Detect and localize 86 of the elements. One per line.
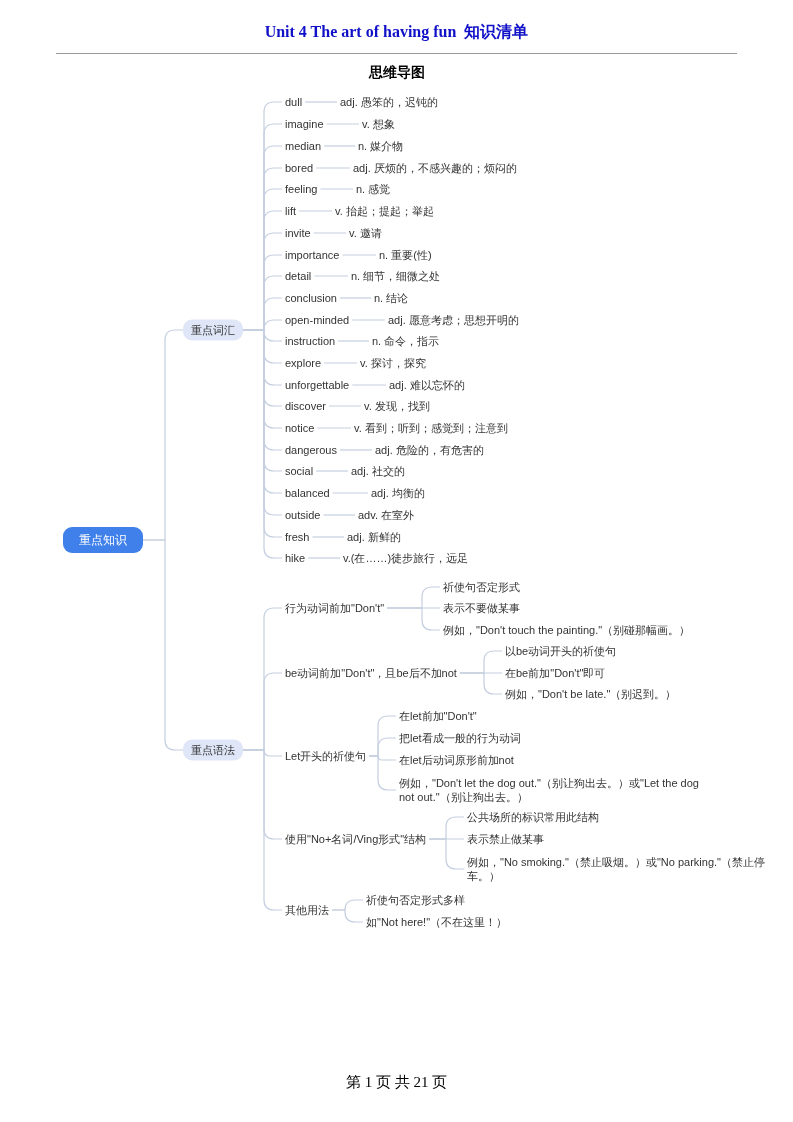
node-text: 把let看成一般的行为动词: [396, 731, 524, 745]
node-text: v. 抬起；提起；举起: [332, 204, 437, 218]
node-text: adj. 难以忘怀的: [386, 378, 468, 392]
node-text: n. 媒介物: [355, 139, 407, 153]
node-text: 表示禁止做某事: [464, 832, 547, 846]
connector-line: [428, 838, 465, 870]
node-text: invite: [282, 226, 314, 240]
node-text: balanced: [282, 486, 333, 500]
node-text: adj. 危险的，有危害的: [372, 443, 487, 457]
node-text: adj. 均衡的: [368, 486, 428, 500]
node-text: median: [282, 139, 325, 153]
node-text: imagine: [282, 117, 327, 131]
node-text: adj. 社交的: [348, 464, 408, 478]
connector-line: [142, 539, 184, 751]
node-text: Let开头的祈使句: [282, 749, 370, 763]
node-text: be动词前加"Don't"，且be后不加not: [282, 666, 460, 680]
node-text: v. 探讨，探究: [357, 356, 429, 370]
connector-line: [323, 145, 356, 147]
node-text: outside: [282, 508, 324, 522]
node-text: discover: [282, 399, 329, 413]
node-text: fresh: [282, 530, 313, 544]
node-text: adj. 新鲜的: [344, 530, 404, 544]
connector-line: [459, 672, 503, 695]
section-heading: 思维导图: [368, 64, 425, 80]
node-text: social: [282, 464, 317, 478]
node-text: v. 发现，找到: [361, 399, 433, 413]
branch-box: 重点词汇: [183, 319, 243, 341]
node-text: dangerous: [282, 443, 340, 457]
node-text: 表示不要做某事: [440, 601, 523, 615]
connector-line: [311, 536, 345, 538]
node-text: unforgettable: [282, 378, 353, 392]
connector-line: [331, 909, 364, 923]
connector-line: [368, 755, 397, 791]
node-text: open-minded: [282, 313, 353, 327]
node-text: explore: [282, 356, 325, 370]
node-text: conclusion: [282, 291, 340, 305]
node-text: v.(在……)徒步旅行，远足: [340, 551, 472, 565]
node-text: 在let前加"Don't": [396, 709, 480, 723]
node-text: 例如，"No smoking."（禁止吸烟。）或"No parking."（禁止停车。）: [464, 855, 770, 883]
node-text: feeling: [282, 182, 321, 196]
node-text: bored: [282, 161, 317, 175]
node-text: 以be动词开头的祈使句: [502, 644, 620, 658]
node-text: 例如，"Don't let the dog out."（别让狗出去。）或"Let the dog not out."（别让狗出去。）: [396, 776, 702, 804]
connector-line: [386, 607, 441, 631]
page-title: Unit 4 The art of having fun 知识清单: [264, 23, 529, 40]
node-text: v. 想象: [359, 117, 398, 131]
node-text: importance: [282, 248, 343, 262]
node-text: notice: [282, 421, 318, 435]
node-text: n. 重要(性): [376, 248, 435, 262]
node-text: dull: [282, 95, 306, 109]
node-text: 使用"No+名词/Ving形式"结构: [282, 832, 430, 846]
node-text: adj. 愚笨的，迟钝的: [337, 95, 441, 109]
node-text: v. 邀请: [346, 226, 385, 240]
connector-line: [242, 749, 283, 911]
branch-box: 重点语法: [183, 739, 243, 761]
node-text: hike: [282, 551, 309, 565]
node-text: adv. 在室外: [355, 508, 418, 522]
node-text: detail: [282, 269, 315, 283]
connector-line: [315, 470, 349, 472]
connector-line: [322, 514, 356, 516]
connector-line: [339, 297, 372, 299]
connector-line: [339, 449, 373, 451]
node-text: 公共场所的标识常用此结构: [464, 810, 602, 824]
node-text: adj. 愿意考虑；思想开明的: [385, 313, 522, 327]
node-text: n. 命令，指示: [369, 334, 443, 348]
topic-box: 重点知识: [63, 527, 143, 553]
node-text: n. 感觉: [353, 182, 394, 196]
node-text: 在be前加"Don't"即可: [502, 666, 609, 680]
node-text: 其他用法: [282, 903, 332, 917]
node-text: 行为动词前加"Don't": [282, 601, 388, 615]
page-number: 第 1 页 共 21 页: [345, 1074, 448, 1090]
node-text: 祈使句否定形式: [440, 580, 523, 594]
node-text: 例如，"Don't touch the painting."（别碰那幅画。）: [440, 623, 694, 637]
node-text: 祈使句否定形式多样: [363, 893, 468, 907]
connector-line: [337, 340, 370, 342]
node-text: 例如，"Don't be late."（别迟到。）: [502, 687, 680, 701]
node-text: v. 看到；听到；感觉到；注意到: [351, 421, 511, 435]
node-text: 如"Not here!"（不在这里！）: [363, 915, 511, 929]
connector-line: [307, 557, 341, 559]
node-text: adj. 厌烦的，不感兴趣的；烦闷的: [350, 161, 520, 175]
connector-line: [304, 101, 338, 103]
node-text: lift: [282, 204, 299, 218]
node-text: n. 细节，细微之处: [348, 269, 444, 283]
node-text: instruction: [282, 334, 339, 348]
node-text: 在let后动词原形前加not: [396, 753, 517, 767]
node-text: n. 结论: [371, 291, 412, 305]
